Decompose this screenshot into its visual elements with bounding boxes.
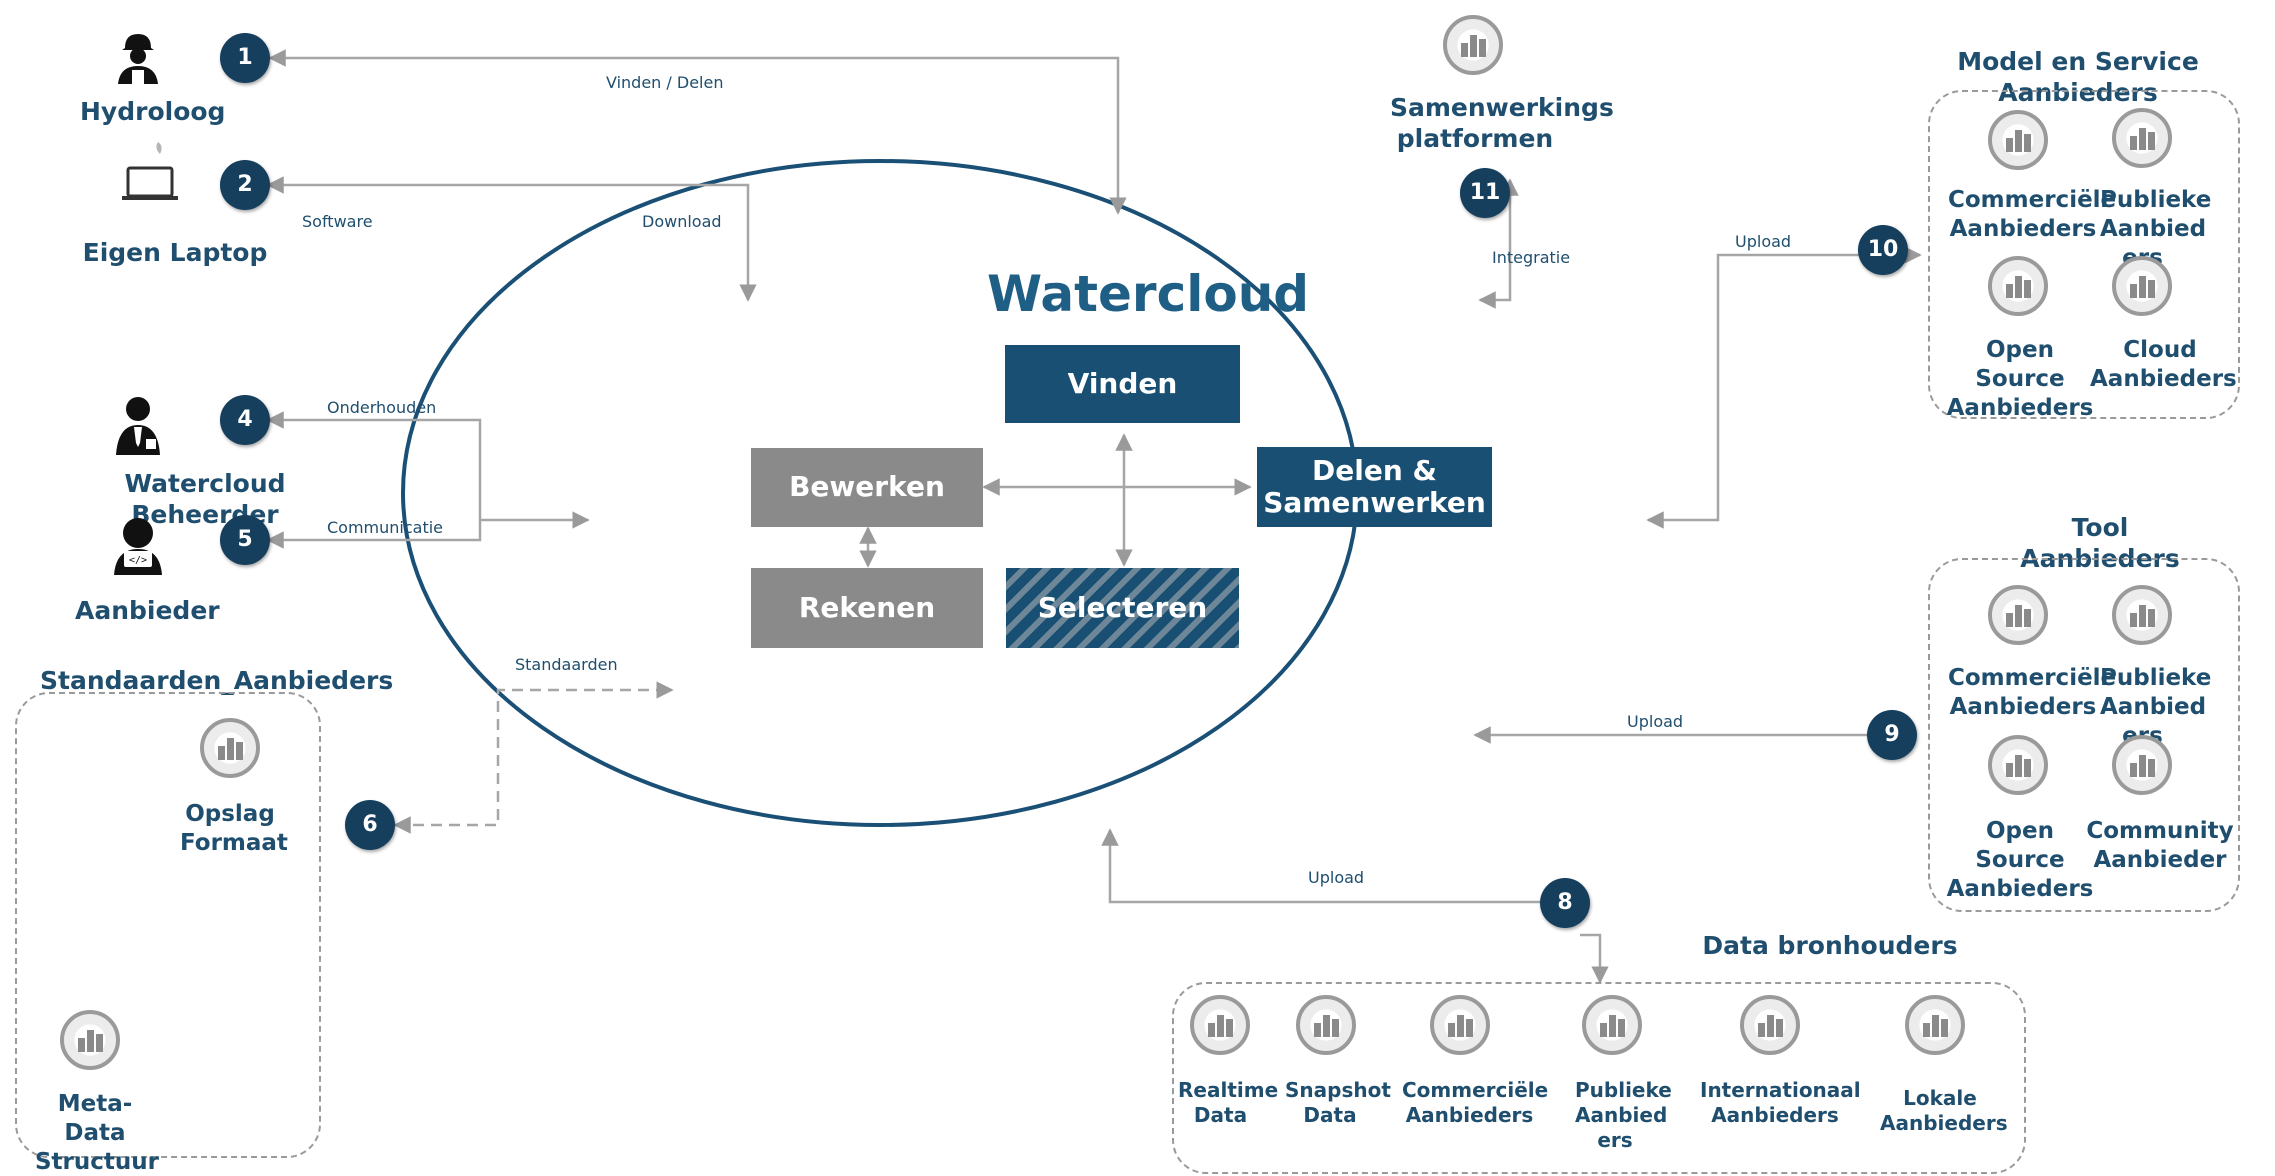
box-delen: Delen & Samenwerken: [1257, 447, 1492, 527]
label-laptop: Eigen Laptop: [82, 238, 268, 267]
badge-5: 5: [220, 515, 270, 565]
building-icon: [1905, 995, 1965, 1055]
badge-6: 6: [345, 800, 395, 850]
label-beheerder: Watercloud Beheerder: [124, 469, 286, 530]
edge-8-down: [1580, 933, 1609, 984]
edge-label-integratie: Integratie: [1492, 248, 1571, 267]
label-hydroloog: Hydroloog: [80, 97, 226, 126]
edge-4: [266, 411, 482, 520]
diagram-title: Watercloud: [987, 265, 1310, 323]
building-icon: [2112, 585, 2172, 645]
tool-item-commercieel: Commerciële Aanbieders: [1948, 665, 2117, 720]
edge-10: [1646, 246, 1922, 529]
badge-2: 2: [220, 160, 270, 210]
building-icon: [60, 1010, 120, 1070]
badge-4: 4: [220, 395, 270, 445]
model-item-cloud: Cloud Aanbieders: [2090, 337, 2237, 392]
group-model-title: Model en Service Aanbieders: [1957, 47, 2199, 108]
building-icon: [1988, 585, 2048, 645]
badge-1: 1: [220, 33, 270, 83]
edge-label-onderhouden: Onderhouden: [327, 398, 437, 417]
label-aanbieder: Aanbieder: [75, 596, 220, 625]
edge-label-vinden-delen: Vinden / Delen: [606, 73, 724, 92]
data-item-snapshot: Snapshot Data: [1285, 1078, 1391, 1127]
group-tool: [1928, 558, 2240, 912]
group-data-title: Data bronhouders: [1702, 931, 1958, 960]
aanbieder-icon: </>: [114, 518, 162, 575]
group-model: [1928, 90, 2240, 419]
edge-label-communicatie: Communicatie: [327, 518, 444, 537]
svg-text:</>: </>: [129, 555, 147, 566]
building-icon: [1988, 256, 2048, 316]
building-icon: [1988, 110, 2048, 170]
model-item-opensource: Open Source Aanbieders: [1946, 337, 2094, 421]
edge-2: [266, 176, 757, 302]
box-bewerken: Bewerken: [751, 448, 983, 527]
badge-8: 8: [1540, 878, 1590, 928]
building-icon: [1296, 995, 1356, 1055]
group-standaarden: [15, 692, 321, 1158]
building-icon: [1443, 15, 1503, 75]
building-icon: [2112, 735, 2172, 795]
building-icon: [1582, 995, 1642, 1055]
edge-label-standaarden: Standaarden: [515, 655, 618, 674]
box-selecteren: Selecteren: [1006, 568, 1239, 648]
standaarden-item-metadata: Meta-Data Structuur: [35, 1091, 159, 1175]
data-item-lokaal: Lokale Aanbieders: [1880, 1086, 2008, 1135]
badge-9: 9: [1867, 710, 1917, 760]
data-item-realtime: Realtime Data: [1178, 1078, 1279, 1127]
laptop-icon: [122, 142, 178, 200]
building-icon: [2112, 256, 2172, 316]
edge-11: [1478, 178, 1519, 309]
box-vinden: Vinden: [1005, 345, 1240, 423]
box-rekenen: Rekenen: [751, 568, 983, 648]
hydroloog-icon: [118, 34, 158, 84]
building-icon: [200, 718, 260, 778]
model-item-commercieel: Commerciële Aanbieders: [1948, 187, 2117, 242]
edge-1: [268, 49, 1127, 215]
building-icon: [1988, 735, 2048, 795]
tool-item-opensource: Open Source Aanbieders: [1946, 818, 2094, 902]
building-icon: [1430, 995, 1490, 1055]
group-standaarden-title: Standaarden_Aanbieders: [40, 666, 394, 695]
beheerder-icon: [116, 397, 160, 455]
data-item-commercieel: Commerciële Aanbieders: [1402, 1078, 1549, 1127]
label-samenwerkings: Samenwerkings platformen: [1390, 93, 1614, 154]
badge-11: 11: [1460, 168, 1510, 218]
building-icon: [2112, 108, 2172, 168]
edge-5: [266, 520, 482, 549]
tool-item-community: Community Aanbieder: [2086, 818, 2234, 873]
edge-label-software: Software: [302, 212, 373, 231]
edge-label-download: Download: [642, 212, 722, 231]
standaarden-item-opslag: Opslag Formaat: [180, 801, 288, 856]
edge-6: [393, 681, 674, 834]
data-item-publiek: Publieke Aanbied ers: [1575, 1078, 1672, 1152]
data-item-internationaal: Internationaal Aanbieders: [1700, 1078, 1861, 1127]
edge-label-upload-10: Upload: [1735, 232, 1792, 251]
edge-label-upload-9: Upload: [1627, 712, 1684, 731]
badge-10: 10: [1858, 225, 1908, 275]
edge-8: [1101, 828, 1580, 904]
building-icon: [1740, 995, 1800, 1055]
edge-label-upload-8: Upload: [1308, 868, 1365, 887]
building-icon: [1190, 995, 1250, 1055]
